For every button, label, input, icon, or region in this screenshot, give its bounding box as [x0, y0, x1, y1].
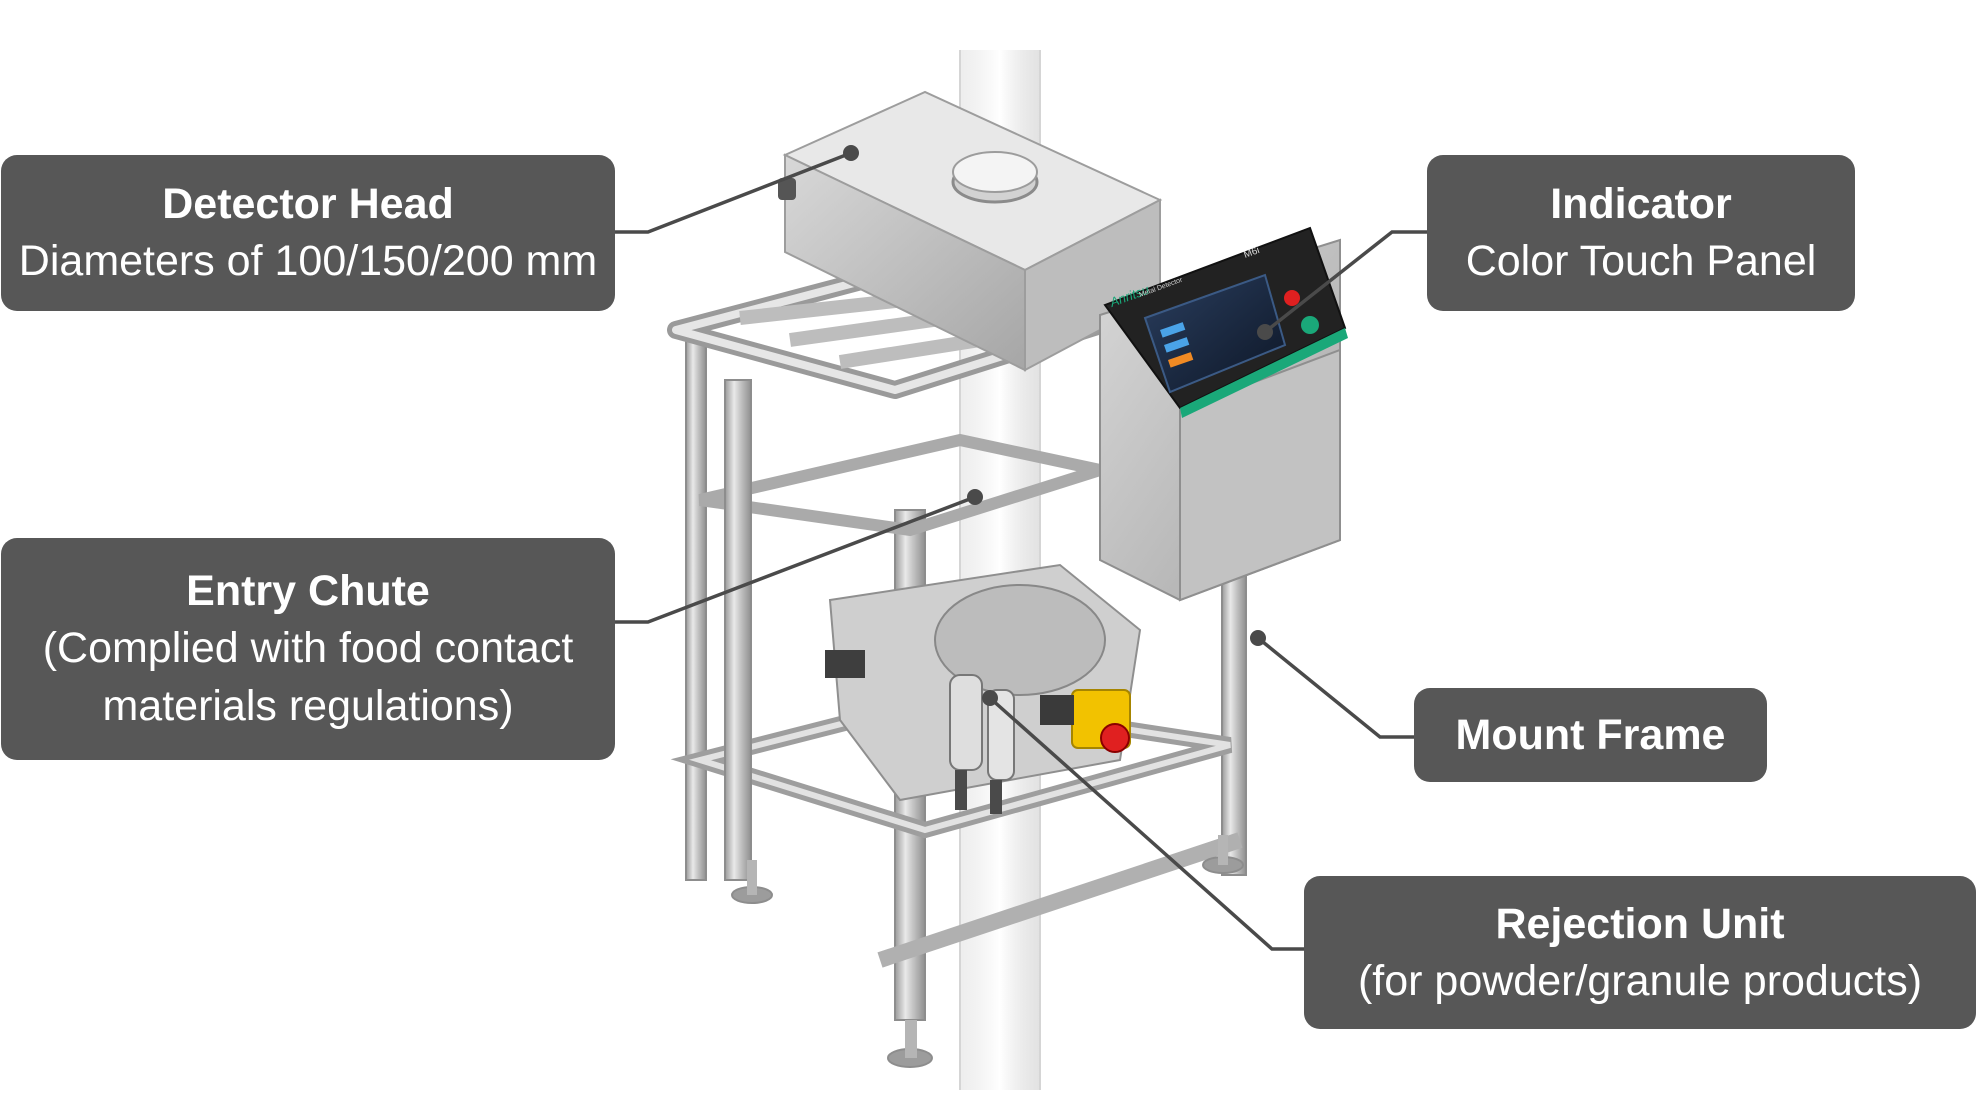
callout-title: Rejection Unit — [1495, 899, 1785, 948]
callout-mount-frame: Mount Frame — [1414, 688, 1767, 782]
callout-subtitle-line2: materials regulations) — [102, 682, 514, 730]
rejection-unit — [825, 563, 1142, 814]
panel-model: M6i — [1242, 245, 1261, 261]
leader-frame — [1256, 636, 1414, 739]
callout-entry-chute: Entry Chute (Complied with food contact … — [1, 538, 615, 760]
leader-lines — [615, 151, 1427, 951]
leader-chute — [615, 495, 976, 624]
callout-subtitle: (for powder/granule products) — [1357, 956, 1923, 1005]
leader-dots — [843, 145, 1273, 706]
callout-subtitle: Diameters of 100/150/200 mm — [18, 237, 598, 285]
callout-subtitle-line1: (Complied with food contact — [42, 624, 574, 672]
callout-title: Indicator — [1550, 180, 1732, 228]
callout-title: Mount Frame — [1455, 711, 1726, 759]
leader-indicator — [1263, 230, 1427, 334]
indicator-panel: Anritsu Metal Detector M6i — [1099, 226, 1348, 602]
callout-indicator: Indicator Color Touch Panel — [1427, 155, 1855, 311]
callout-detector-head: Detector Head Diameters of 100/150/200 m… — [1, 155, 615, 311]
callout-rejection-unit: Rejection Unit (for powder/granule produ… — [1304, 876, 1976, 1029]
callout-title: Detector Head — [162, 180, 454, 228]
callout-subtitle: Color Touch Panel — [1465, 237, 1817, 285]
leader-detector — [615, 151, 852, 234]
leader-reject — [988, 696, 1304, 951]
callout-title: Entry Chute — [186, 567, 430, 615]
